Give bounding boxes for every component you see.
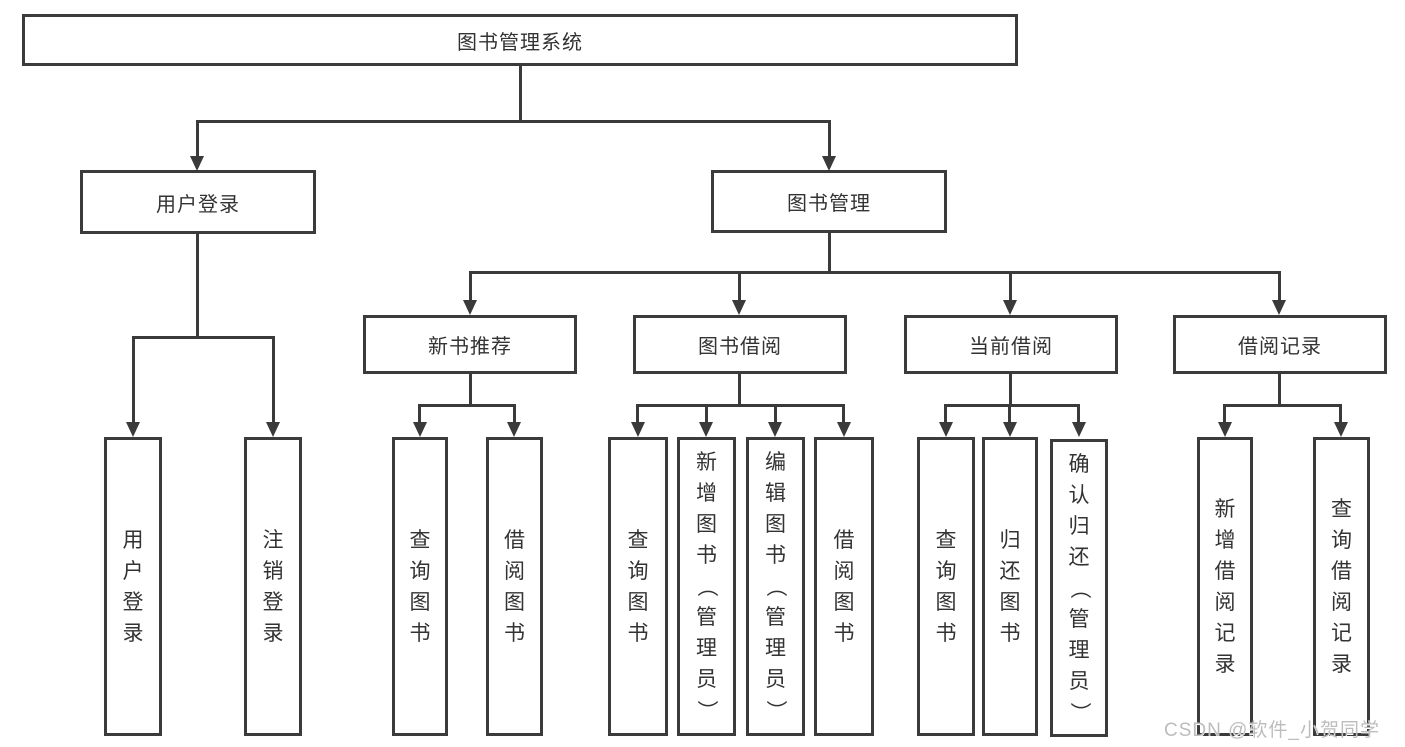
node-label: 注销登录 [262, 528, 284, 645]
leaf-borrow-book: 借阅图书 [814, 437, 874, 736]
node-label: 借阅记录 [1238, 336, 1322, 358]
node-label: 用户登录 [122, 528, 144, 645]
node-label: 查询图书 [935, 528, 957, 645]
leaf-add-book-admin: 新增图书（管理员） [677, 437, 736, 736]
connector-line [1008, 404, 1011, 424]
arrow-down-icon [1003, 300, 1017, 315]
connector-line [418, 404, 421, 424]
leaf-user-login: 用户登录 [104, 437, 162, 736]
node-label: 查询借阅记录 [1331, 497, 1352, 676]
node-label: 用户登录 [156, 193, 240, 216]
connector-line [1009, 373, 1012, 406]
connector-line [1278, 271, 1281, 302]
leaf-logout: 注销登录 [244, 437, 302, 736]
connector-line [196, 120, 199, 158]
connector-line [272, 336, 275, 424]
arrow-down-icon [1218, 422, 1232, 437]
node-new-book-recommend: 新书推荐 [363, 315, 577, 374]
connector-line [469, 271, 1281, 274]
node-label: 归还图书 [999, 528, 1021, 645]
node-user-login: 用户登录 [80, 170, 316, 234]
node-label: 当前借阅 [969, 336, 1053, 358]
node-label: 图书借阅 [698, 336, 782, 358]
node-label: 借阅图书 [504, 528, 525, 645]
connector-line [828, 233, 831, 273]
leaf-query-book-current: 查询图书 [917, 437, 975, 736]
connector-line [1339, 404, 1342, 424]
node-label: 图书管理系统 [457, 31, 583, 54]
connector-line [944, 404, 1080, 407]
connector-line [519, 66, 522, 122]
arrow-down-icon [126, 422, 140, 437]
connector-line [132, 336, 275, 339]
connector-line [774, 404, 777, 424]
connector-line [196, 234, 199, 338]
connector-line [705, 404, 708, 424]
node-book-borrowing: 图书借阅 [633, 315, 847, 374]
arrow-down-icon [190, 156, 204, 171]
arrow-down-icon [1072, 422, 1086, 437]
connector-line [513, 404, 516, 424]
node-label: 新书推荐 [428, 336, 512, 358]
arrow-down-icon [822, 156, 836, 171]
node-library-management-system: 图书管理系统 [22, 14, 1018, 66]
arrow-down-icon [732, 300, 746, 315]
node-book-management: 图书管理 [711, 170, 947, 233]
leaf-borrow-book-recommend: 借阅图书 [486, 437, 543, 736]
connector-line [469, 373, 472, 406]
connector-line [418, 404, 516, 407]
arrow-down-icon [413, 422, 427, 437]
connector-line [469, 271, 472, 302]
connector-line [1278, 373, 1281, 406]
arrow-down-icon [1272, 300, 1286, 315]
connector-line [944, 404, 947, 424]
arrow-down-icon [1003, 422, 1017, 437]
node-borrow-records: 借阅记录 [1173, 315, 1387, 374]
arrow-down-icon [507, 422, 521, 437]
connector-line [1077, 404, 1080, 424]
arrow-down-icon [463, 300, 477, 315]
connector-line [738, 373, 741, 406]
leaf-confirm-return-admin: 确认归还（管理员） [1050, 439, 1108, 737]
arrow-down-icon [631, 422, 645, 437]
arrow-down-icon [699, 422, 713, 437]
connector-line [636, 404, 845, 407]
connector-line [636, 404, 639, 424]
node-current-borrowing: 当前借阅 [904, 315, 1118, 374]
node-label: 编辑图书（管理员） [764, 451, 787, 721]
node-label: 新增借阅记录 [1214, 497, 1236, 676]
connector-line [842, 404, 845, 424]
leaf-query-book-recommend: 查询图书 [392, 437, 448, 736]
leaf-return-book: 归还图书 [982, 437, 1038, 736]
leaf-query-borrow-record: 查询借阅记录 [1313, 437, 1370, 736]
arrow-down-icon [266, 422, 280, 437]
connector-line [828, 120, 831, 158]
connector-line [1223, 404, 1226, 424]
connector-line [196, 120, 831, 123]
node-label: 借阅图书 [833, 528, 855, 645]
node-label: 确认归还（管理员） [1067, 452, 1091, 723]
leaf-add-borrow-record: 新增借阅记录 [1197, 437, 1253, 736]
arrow-down-icon [837, 422, 851, 437]
node-label: 查询图书 [409, 528, 431, 645]
connector-line [1009, 271, 1012, 302]
node-label: 图书管理 [787, 193, 871, 215]
arrow-down-icon [939, 422, 953, 437]
connector-line [738, 271, 741, 302]
node-label: 新增图书（管理员） [695, 451, 718, 721]
arrow-down-icon [1334, 422, 1348, 437]
node-label: 查询图书 [627, 528, 649, 645]
connector-line [1223, 404, 1342, 407]
leaf-edit-book-admin: 编辑图书（管理员） [746, 437, 805, 736]
csdn-watermark: CSDN @软件_小贺同学 [1164, 720, 1380, 741]
connector-line [132, 336, 135, 424]
leaf-query-book-borrowing: 查询图书 [608, 437, 668, 736]
arrow-down-icon [768, 422, 782, 437]
